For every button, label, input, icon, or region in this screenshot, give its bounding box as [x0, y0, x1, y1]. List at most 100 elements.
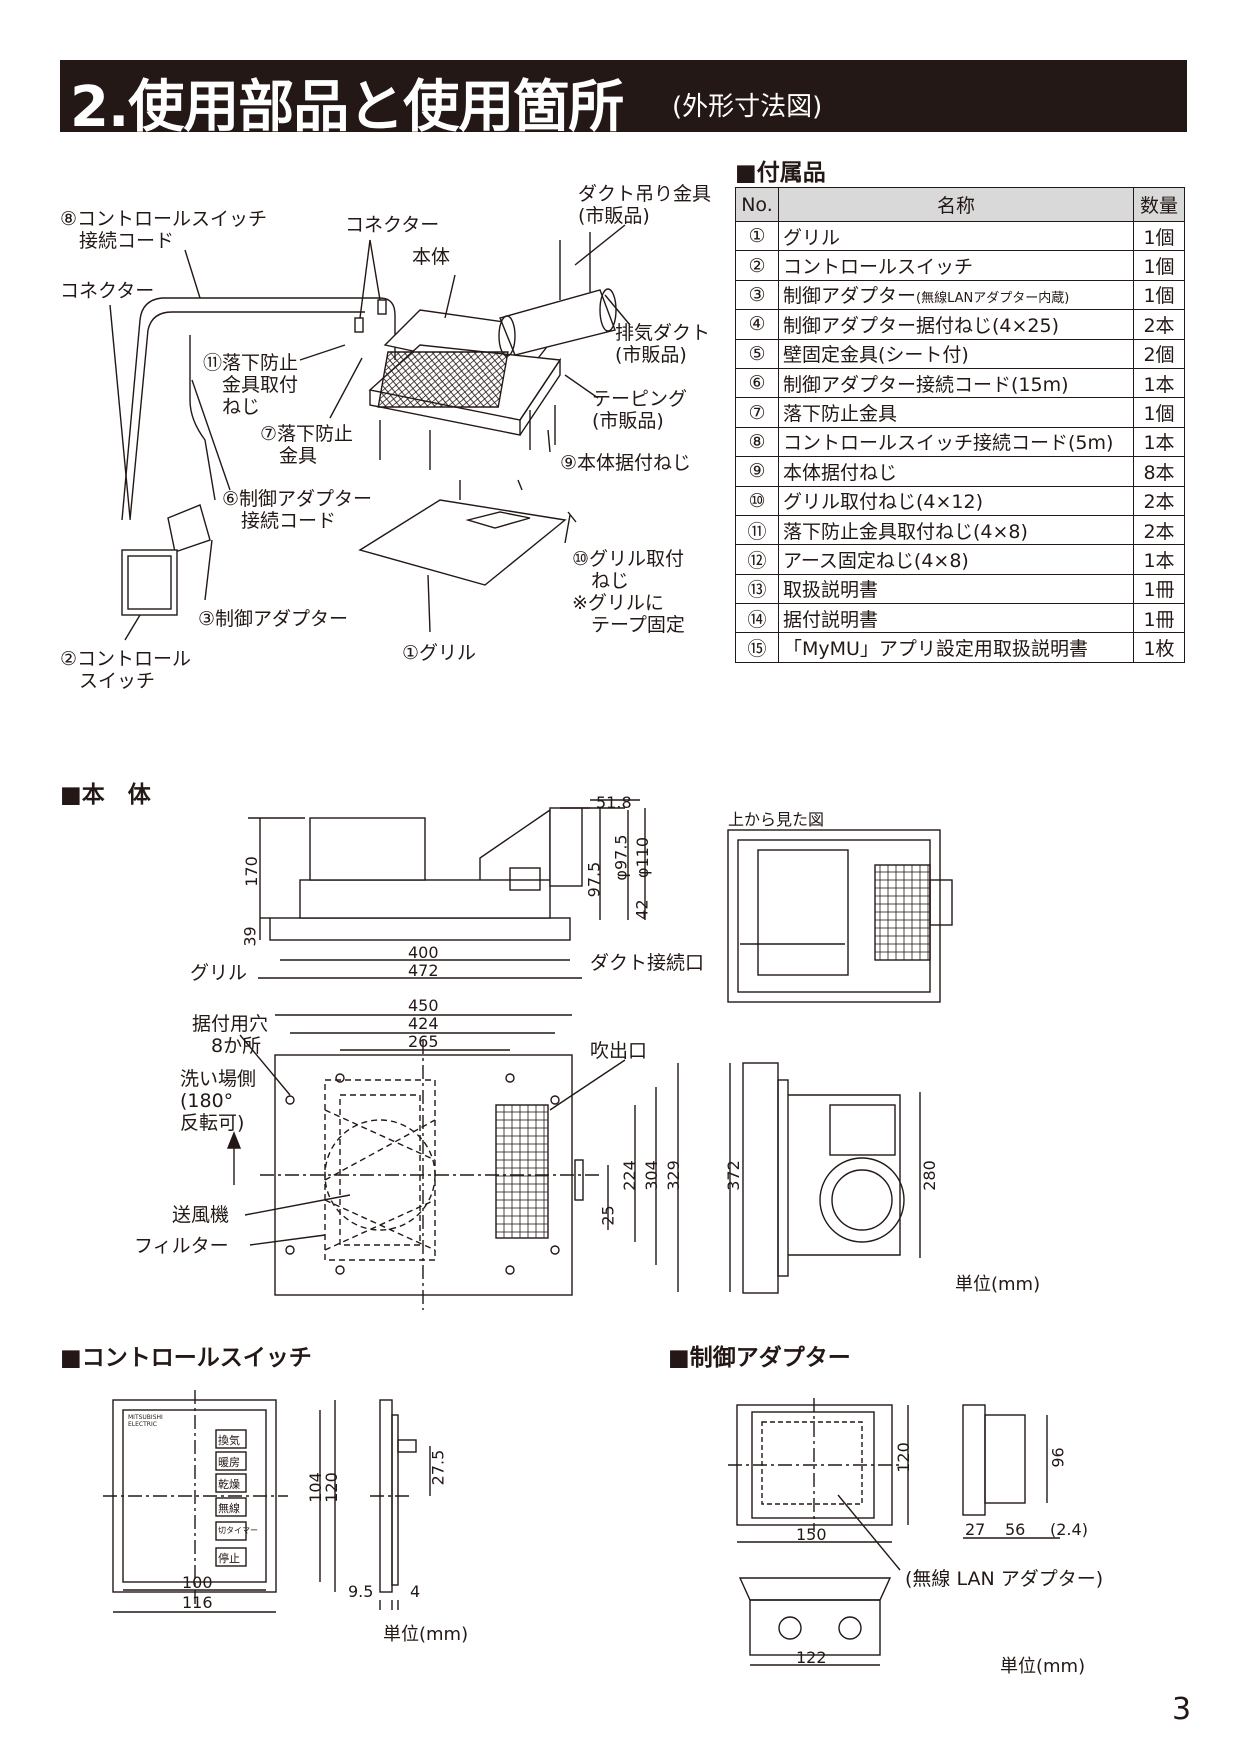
- body-top-view: [727, 829, 953, 1003]
- label-wash-side: 洗い場側 (180° 反転可): [180, 1068, 257, 1134]
- btn-drying: 乾燥: [218, 1478, 240, 1491]
- cell-no: ⑥: [735, 367, 779, 399]
- label-duct-port: ダクト接続口: [590, 952, 705, 974]
- page-title: 2.使用部品と使用箇所: [70, 75, 624, 140]
- cell-qty: 1個: [1133, 397, 1185, 428]
- col-name: 名称: [778, 187, 1134, 222]
- dim-ca-56: 56: [1005, 1520, 1026, 1539]
- main-body-unit: 単位(mm): [955, 1274, 1041, 1295]
- cell-qty: 1個: [1133, 220, 1185, 252]
- cell-no: ⑨: [735, 456, 779, 487]
- cell-no: ④: [735, 309, 779, 340]
- body-plan-view: [226, 1014, 679, 1310]
- cell-name-text: 落下防止金具取付ねじ(4×8): [783, 520, 1028, 543]
- label-adapter-cord: ⑥制御アダプター 接続コード: [222, 488, 373, 532]
- cell-name: アース固定ねじ(4×8): [778, 544, 1134, 575]
- dim-cs-120: 120: [321, 1472, 341, 1503]
- col-qty: 数量: [1133, 187, 1185, 222]
- control-adapter-unit: 単位(mm): [1000, 1656, 1086, 1677]
- label-cs-cord: ⑧コントロールスイッチ 接続コード: [60, 208, 268, 252]
- dim-cs-9-5: 9.5: [348, 1582, 374, 1601]
- cell-qty: 1本: [1133, 544, 1185, 575]
- page-subtitle: (外形寸法図): [672, 92, 823, 122]
- cell-name-note: (無線LANアダプター内蔵): [916, 291, 1070, 307]
- cell-name: 本体据付ねじ: [778, 456, 1134, 487]
- label-wireless-lan: (無線 LAN アダプター): [905, 1568, 1104, 1590]
- dim-424: 424: [408, 1014, 439, 1033]
- cell-qty: 2本: [1133, 514, 1185, 546]
- dim-400: 400: [408, 943, 439, 962]
- cell-qty: 1本: [1133, 426, 1185, 458]
- cell-no: ⑤: [735, 338, 779, 369]
- cell-name-text: 壁固定金具(シート付): [783, 344, 969, 367]
- cell-no: ⑩: [735, 485, 779, 516]
- label-taping: テーピング (市販品): [592, 388, 688, 432]
- label-grille: ①グリル: [402, 642, 477, 664]
- col-no: No.: [735, 187, 779, 222]
- cell-name-text: グリル: [783, 226, 841, 249]
- dim-25: 25: [598, 1205, 618, 1226]
- dim-51-8: 51.8: [596, 793, 632, 812]
- label-body-grille: グリル: [190, 962, 248, 984]
- cell-name-text: グリル取付ねじ(4×12): [783, 491, 984, 514]
- btn-heating: 暖房: [218, 1456, 240, 1469]
- dim-cs-27-5: 27.5: [428, 1449, 448, 1486]
- cell-name: 制御アダプター(無線LANアダプター内蔵): [778, 279, 1134, 311]
- cell-name: 取扱説明書: [778, 573, 1134, 605]
- label-filter: フィルター: [134, 1235, 229, 1257]
- label-exhaust-duct: 排気ダクト (市販品): [615, 322, 711, 366]
- cell-name-text: コントロールスイッチ接続コード(5m): [783, 432, 1114, 455]
- btn-stop: 停止: [218, 1552, 240, 1565]
- dim-ca-27: 27: [965, 1520, 986, 1539]
- label-body-screw: ⑨本体据付ねじ: [560, 452, 692, 474]
- label-outlet: 吹出口: [590, 1040, 648, 1062]
- cell-qty: 2本: [1133, 309, 1185, 340]
- label-connector-top: コネクター: [345, 214, 440, 236]
- label-grille-screw: ⑩グリル取付 ねじ ※グリルに テープ固定: [572, 548, 685, 636]
- dim-42: 42: [632, 899, 652, 920]
- label-duct-hanger: ダクト吊り金具 (市販品): [578, 183, 712, 227]
- control-switch-heading: ■コントロールスイッチ: [60, 1345, 312, 1371]
- dim-cs-4: 4: [410, 1582, 421, 1601]
- dim-ca-122: 122: [796, 1648, 827, 1667]
- dim-170: 170: [241, 856, 261, 887]
- accessories-heading: ■付属品: [735, 160, 826, 186]
- dim-265: 265: [408, 1032, 439, 1051]
- btn-wireless: 無線: [218, 1502, 240, 1515]
- cell-name: 制御アダプター据付ねじ(4×25): [778, 309, 1134, 340]
- cell-name-text: 「MyMU」アプリ設定用取扱説明書: [783, 638, 1088, 661]
- page-number: 3: [1172, 1692, 1192, 1727]
- dim-280: 280: [919, 1160, 939, 1191]
- cell-no: ②: [735, 250, 779, 281]
- label-control-switch: ②コントロール スイッチ: [60, 648, 192, 692]
- cell-name: 「MyMU」アプリ設定用取扱説明書: [778, 632, 1134, 663]
- dim-472: 472: [408, 961, 439, 980]
- cell-name-text: 取扱説明書: [783, 579, 879, 602]
- dim-phi110: φ110: [633, 836, 653, 879]
- top-view-caption: 上から見た図: [728, 810, 825, 829]
- label-fall-screw: ⑪落下防止 金具取付 ねじ: [203, 352, 299, 418]
- control-adapter-heading: ■制御アダプター: [668, 1345, 851, 1371]
- dim-97: 97.5: [584, 861, 604, 898]
- installation-illustration: [109, 224, 631, 641]
- cell-name-text: コントロールスイッチ: [783, 256, 974, 279]
- dim-ca-150: 150: [796, 1525, 827, 1544]
- cell-no: ①: [735, 220, 779, 252]
- cell-name-text: 制御アダプター接続コード(15m): [783, 373, 1069, 396]
- body-side-view: [248, 799, 646, 979]
- dim-304: 304: [641, 1160, 661, 1191]
- main-body-heading: ■本 体: [60, 782, 151, 808]
- cell-no: ⑦: [735, 397, 779, 428]
- cell-no: ⑧: [735, 426, 779, 458]
- control-adapter-drawing: [728, 1398, 1060, 1666]
